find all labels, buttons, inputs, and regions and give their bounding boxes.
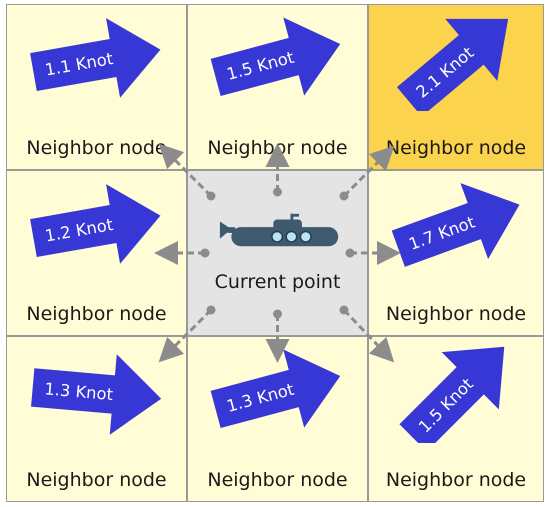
speed-arrow-icon: 1.3 Knot [31, 354, 162, 435]
neighbor-node-label: Neighbor node [207, 469, 348, 491]
submarine-icon [219, 213, 339, 247]
speed-arrow-icon: 1.3 Knot [210, 349, 341, 429]
current-point-label: Current point [214, 271, 341, 293]
speed-arrow-icon: 1.5 Knot [399, 346, 505, 443]
neighbor-node-label: Neighbor node [385, 303, 527, 325]
neighbor-node-label: Neighbor node [26, 469, 167, 491]
neighbor-node-label: Neighbor node [385, 137, 527, 159]
neighbor-node-label: Neighbor node [26, 137, 167, 159]
neighbor-node-label: Neighbor node [207, 137, 348, 159]
neighbor-node-label: Neighbor node [26, 303, 167, 325]
speed-arrow-icon: 1.5 Knot [210, 17, 341, 97]
speed-arrow-icon: 1.7 Knot [391, 183, 520, 267]
speed-arrow-icon: 1.2 Knot [30, 184, 161, 264]
neighbor-node-label: Neighbor node [385, 469, 527, 491]
speed-arrow-icon: 2.1 Knot [396, 18, 509, 111]
current-point-cell: Current point [187, 170, 368, 336]
speed-arrow-icon: 1.1 Knot [30, 18, 161, 98]
